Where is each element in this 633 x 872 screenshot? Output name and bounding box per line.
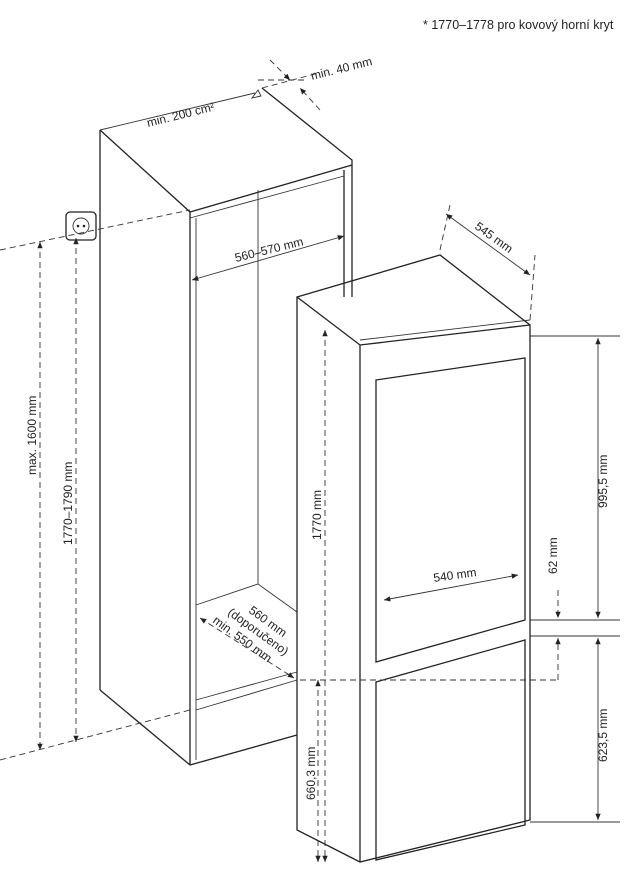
- socket-height-label: max. 1600 mm: [25, 396, 39, 475]
- cabinet: min. 200 cm² min. 40 mm 560–570 mm max. …: [0, 54, 374, 766]
- lower-door-label: 623,5 mm: [596, 709, 610, 762]
- door-gap-label: 62 mm: [546, 537, 560, 574]
- inner-width-label: 560–570 mm: [233, 234, 304, 265]
- height-label: 1770 mm: [310, 490, 324, 540]
- width-label: 540 mm: [432, 565, 477, 585]
- power-socket-icon: [65, 211, 97, 241]
- upper-door-label: 995,5 mm: [596, 455, 610, 508]
- footnote: * 1770–1778 pro kovový horní kryt: [423, 18, 614, 32]
- ventilation-label: min. 200 cm²: [145, 100, 216, 130]
- fridge: 545 mm 1770 mm 540 mm 995,5 mm 62 mm 623…: [296, 204, 620, 863]
- niche-height-label: 1770–1790 mm: [61, 462, 75, 545]
- lower-door-offset-label: 660,3 mm: [304, 747, 318, 800]
- gap-label: min. 40 mm: [309, 54, 373, 83]
